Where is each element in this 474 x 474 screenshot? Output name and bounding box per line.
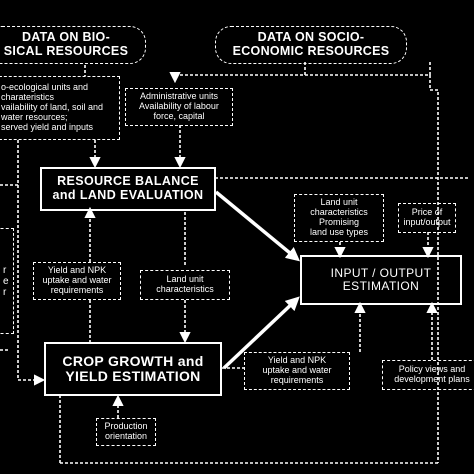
bio-details-node: o-ecological units and charateristics va… (0, 76, 120, 140)
crop-growth-node: CROP GROWTH and YIELD ESTIMATION (44, 342, 222, 396)
land-unit-types-node: Land unit characteristics Promising land… (294, 194, 384, 242)
socio-economic-data-node: DATA ON SOCIO- ECONOMIC RESOURCES (215, 26, 407, 64)
socio-details-node: Administrative units Availability of lab… (125, 88, 233, 126)
left-partial-node: r e r (0, 228, 14, 334)
input-output-estimation-node: INPUT / OUTPUT ESTIMATION (300, 255, 462, 305)
yield-npk-left-node: Yield and NPK uptake and water requireme… (33, 262, 121, 300)
yield-npk-bottom-node: Yield and NPK uptake and water requireme… (244, 352, 350, 390)
production-orientation-node: Production orientation (96, 418, 156, 446)
policy-node: Policy views and development plans (382, 360, 474, 390)
resource-balance-node: RESOURCE BALANCE and LAND EVALUATION (40, 167, 216, 211)
land-unit-characteristics-node: Land unit characteristics (140, 270, 230, 300)
price-node: Price of input/output (398, 203, 456, 233)
bio-resources-data-node: DATA ON BIO- SICAL RESOURCES (0, 26, 146, 64)
